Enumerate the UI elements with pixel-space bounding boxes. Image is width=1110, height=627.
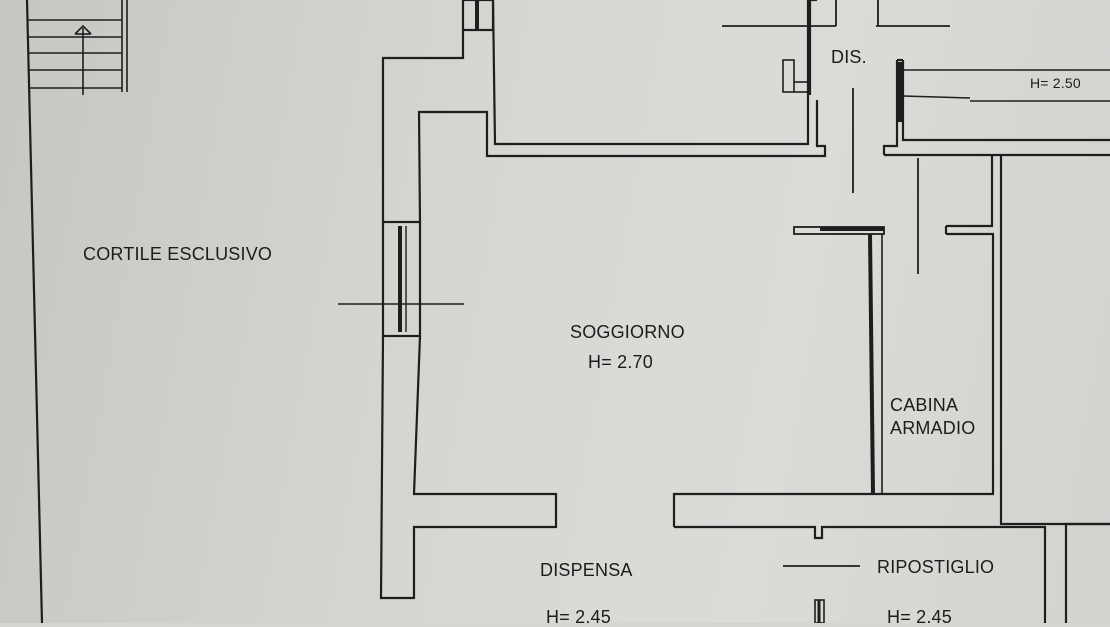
label-soggiorno: SOGGIORNO: [570, 322, 685, 342]
label-ripostiglio: RIPOSTIGLIO: [877, 557, 995, 577]
door-top-left: [461, 0, 495, 32]
label-armadio: ARMADIO: [890, 418, 976, 438]
west-wall-inner: [417, 100, 827, 223]
label-ripostiglio-height: H= 2.45: [887, 607, 952, 627]
label-dispensa-height: H= 2.45: [546, 607, 611, 627]
window-west: [338, 220, 464, 338]
label-cortile: CORTILE ESCLUSIVO: [83, 244, 273, 264]
west-wall-lower: [379, 335, 558, 600]
yard-boundary-line: [25, 0, 44, 623]
label-east-room-height: H= 2.50: [1030, 75, 1081, 91]
west-wall: [381, 30, 465, 222]
label-cabina: CABINA: [890, 395, 959, 415]
east-room-walls: [882, 58, 1110, 157]
label-dispensa: DISPENSA: [540, 560, 633, 580]
cabina-armadio-walls: [793, 155, 1110, 526]
corridor-area: [722, 0, 950, 193]
south-walls: [672, 492, 1110, 623]
stair: [27, 0, 128, 95]
north-room-wall: [491, 0, 810, 146]
label-dis: DIS.: [831, 47, 867, 67]
label-soggiorno-height: H= 2.70: [588, 352, 653, 372]
